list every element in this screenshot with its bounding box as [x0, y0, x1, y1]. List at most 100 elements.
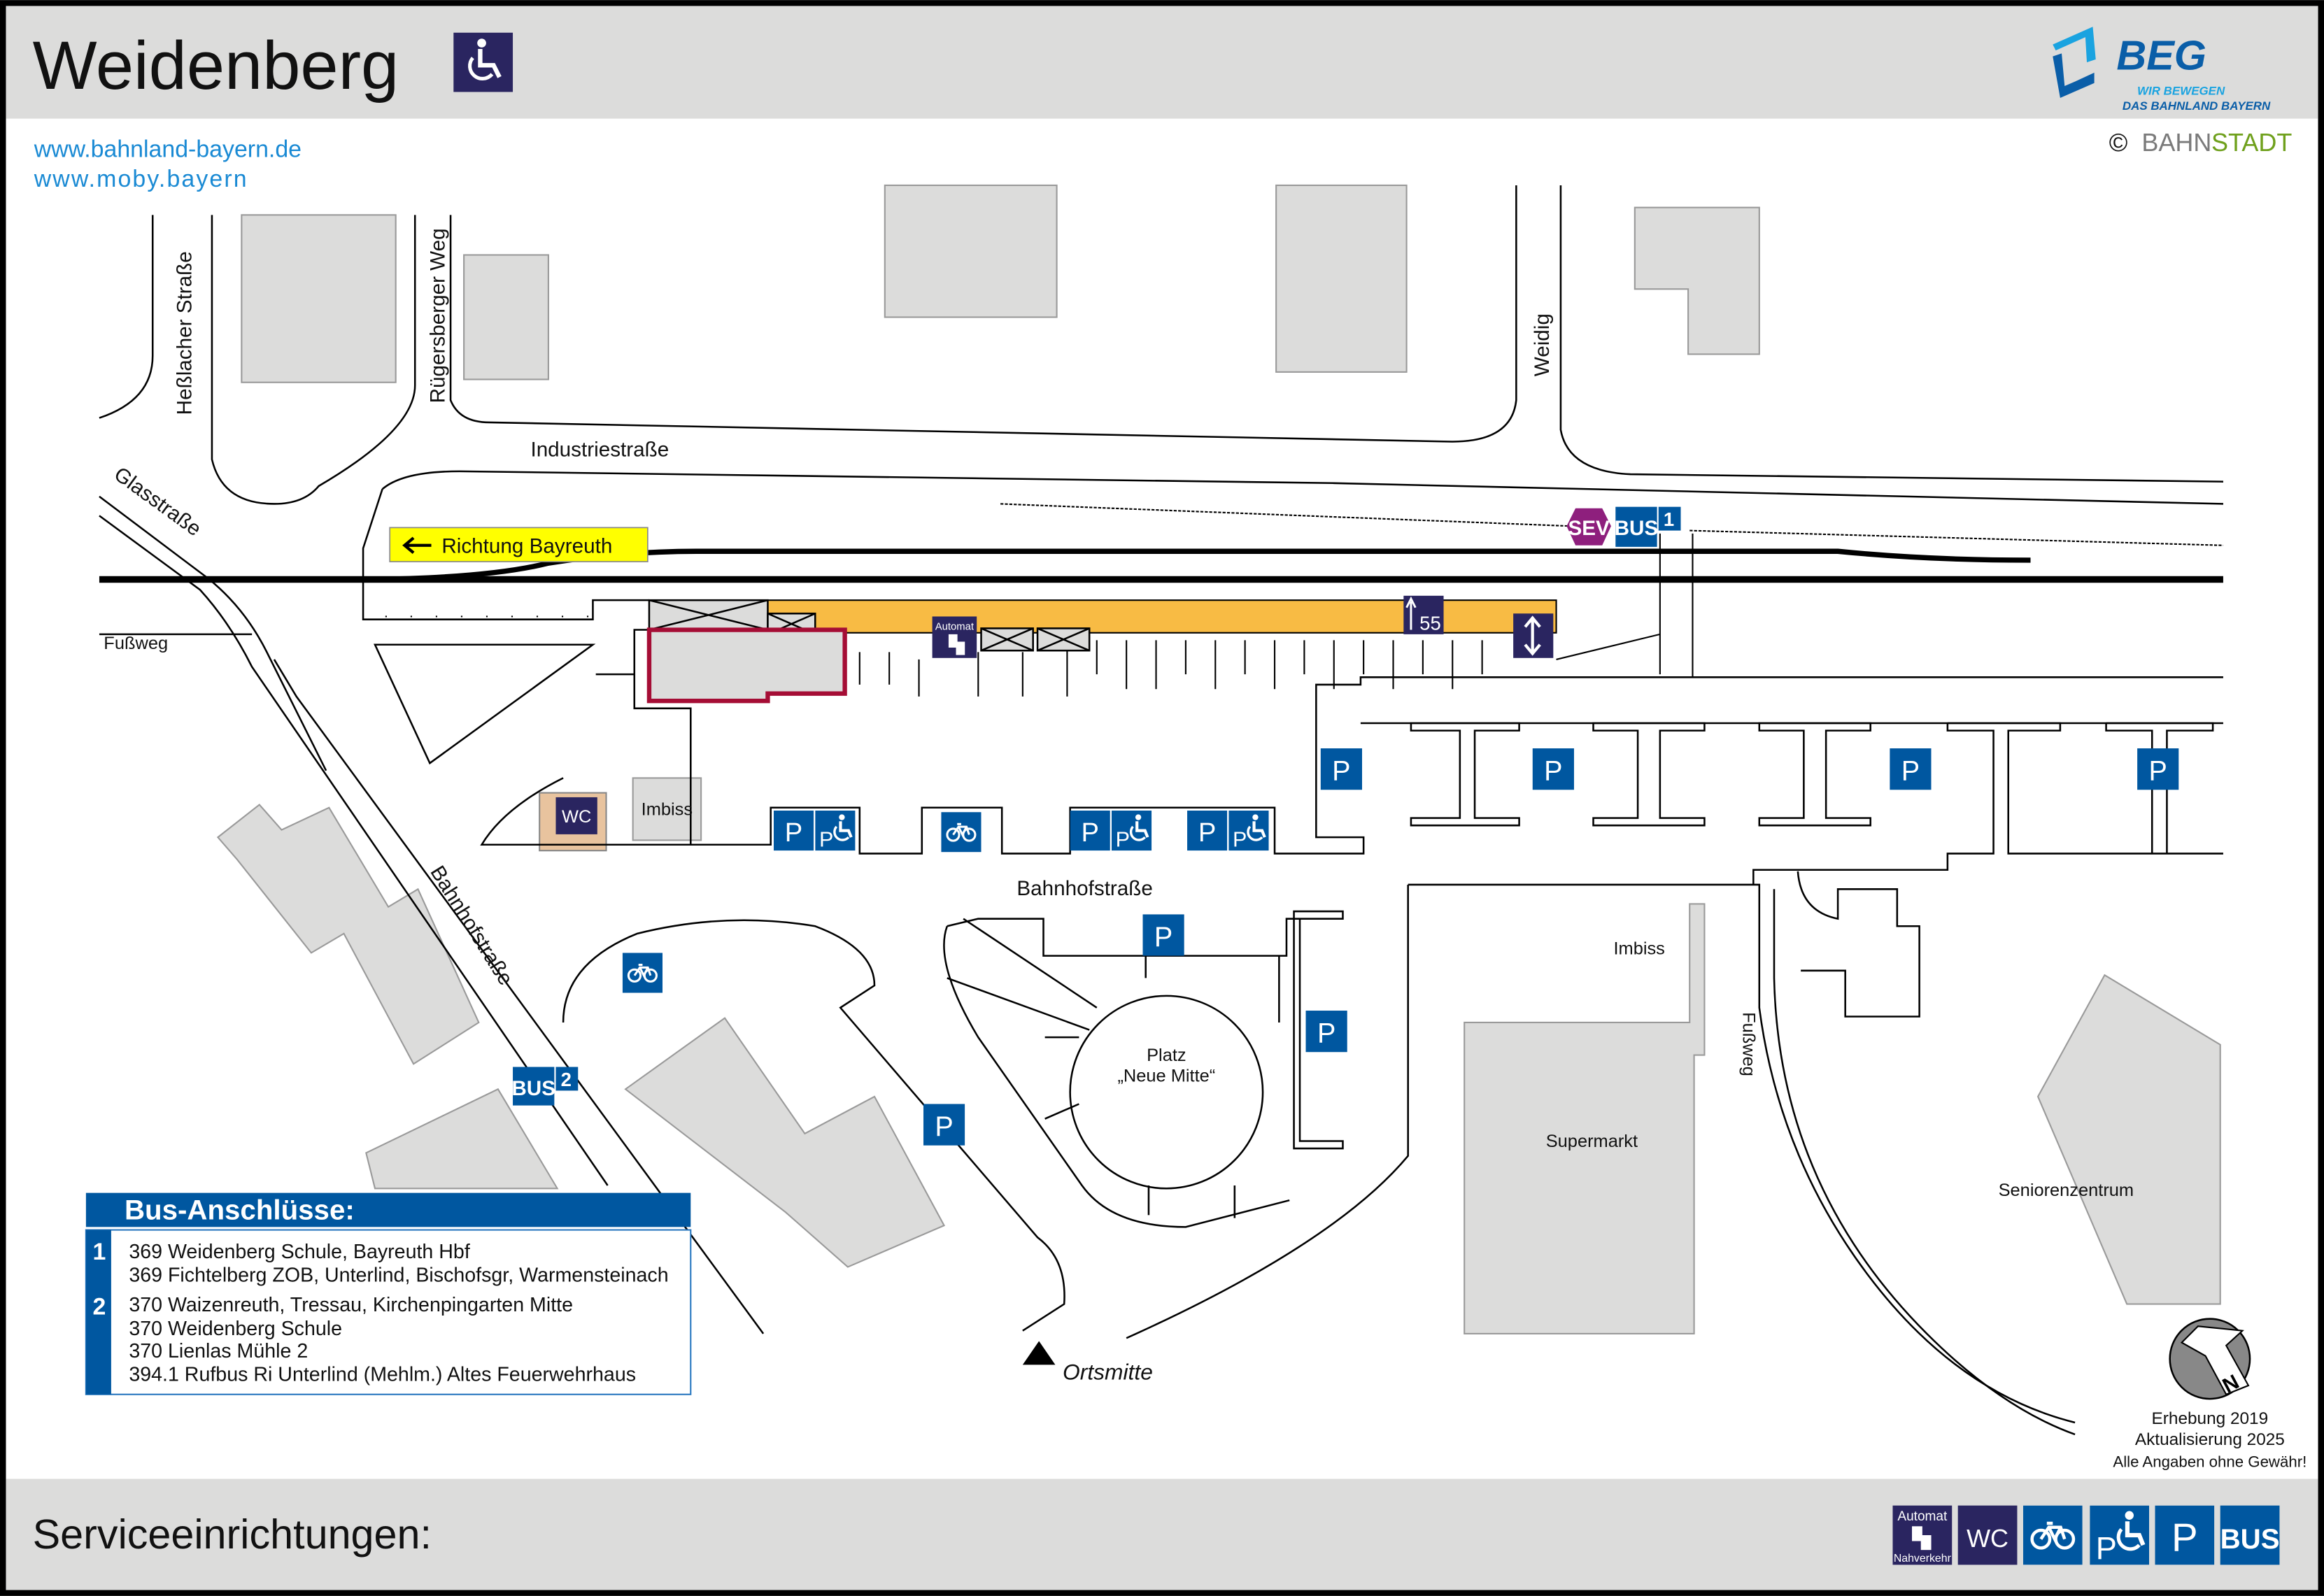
- legend-bus-icon: BUS: [2220, 1505, 2280, 1565]
- bus-stop-number: 1: [93, 1239, 106, 1265]
- imbiss-building: [632, 777, 702, 841]
- disabled-parking-icon: [1228, 811, 1268, 851]
- bus-stop-2[interactable]: BUS 2: [511, 1067, 579, 1106]
- place-label-neue-mitte: „Neue Mitte“: [1117, 1067, 1215, 1086]
- street-label-bahnhofstrasse: Bahnhofstraße: [1016, 877, 1153, 900]
- parking-icon: [1187, 811, 1228, 851]
- legend-automat-label: Automat: [1897, 1509, 1948, 1524]
- roads: [99, 185, 2223, 1436]
- beg-logo-text: BEG: [2116, 32, 2206, 79]
- bus-line: 370 Waizenreuth, Tressau, Kirchenpingart…: [129, 1294, 573, 1316]
- arrow-left-icon: [402, 536, 432, 554]
- copyright-symbol: ©: [2109, 128, 2128, 157]
- sev-bus-stop-1[interactable]: SEV BUS 1: [1566, 506, 1681, 547]
- update-year: Aktualisierung 2025: [2135, 1430, 2285, 1449]
- stairs-updown-icon: [1513, 613, 1554, 658]
- place-label-imbiss: Imbiss: [642, 799, 693, 819]
- beg-tagline-2: DAS BAHNLAND BAYERN: [2123, 99, 2271, 113]
- bus-label: BUS: [511, 1077, 555, 1100]
- legend-wc-label: WC: [1967, 1524, 2008, 1553]
- building: [624, 1017, 946, 1268]
- parking-icon: [1305, 1011, 1347, 1053]
- street-label-hesslacher: Heßlacher Straße: [173, 251, 196, 415]
- disabled-parking-icon: [815, 811, 855, 851]
- ticket-machine-icon[interactable]: Automat: [932, 616, 977, 658]
- building: [1275, 184, 1408, 373]
- wheelchair-icon: [453, 32, 513, 92]
- street-label-fussweg: Fußweg: [104, 634, 168, 653]
- legend-ticket-machine-icon: Automat Nahverkehr: [1892, 1505, 1953, 1565]
- bus-stop-number: 1: [1664, 508, 1674, 530]
- direction-label: Richtung Bayreuth: [441, 534, 612, 557]
- parking-icon: [1320, 748, 1363, 790]
- bus-line: 394.1 Rufbus Ri Unterlind (Mehlm.) Altes…: [129, 1364, 636, 1386]
- street-label-fussweg: Fußweg: [1739, 1012, 1759, 1076]
- street-label-ruegersberger: Rügersberger Weg: [427, 228, 450, 403]
- parking-icon: [773, 811, 814, 851]
- street-label-industrie: Industriestraße: [530, 439, 669, 462]
- wc-icon: [555, 797, 597, 834]
- link-moby-bayern[interactable]: www.moby.bayern: [34, 166, 248, 192]
- bus-stop-number: 2: [561, 1069, 572, 1090]
- beg-tagline-1: WIR BEWEGEN: [2137, 85, 2225, 98]
- legend-disabled-parking-icon: [2090, 1506, 2149, 1566]
- buildings: [216, 184, 2221, 1334]
- bike-parking-icon: [622, 953, 663, 993]
- direction-sign: Richtung Bayreuth: [389, 527, 649, 562]
- arrow-up-icon: [1405, 596, 1417, 630]
- place-label-ortsmitte: Ortsmitte: [1063, 1360, 1153, 1385]
- place-label-supermarkt: Supermarkt: [1546, 1132, 1638, 1151]
- bike-parking-icon: [941, 812, 982, 853]
- ticket-machine-label: Automat: [935, 622, 975, 633]
- parking-icon: [2137, 748, 2179, 790]
- header-band: [6, 6, 2318, 119]
- bahnstadt-copyright: © BAHN STADT: [2109, 128, 2293, 157]
- platform-sign: 55: [1403, 595, 1444, 634]
- supermarket-building: [1464, 903, 1706, 1334]
- bus-line: 369 Weidenberg Schule, Bayreuth Hbf: [129, 1241, 470, 1263]
- platform-number: 55: [1419, 613, 1441, 634]
- legend-wc-icon: WC: [1957, 1505, 2018, 1565]
- bahnstadt-part2: STADT: [2211, 128, 2292, 157]
- senior-center-building: [2036, 974, 2221, 1305]
- building: [884, 184, 1058, 318]
- bahnstadt-part1: BAHN: [2141, 128, 2211, 157]
- place-label-imbiss: Imbiss: [1613, 939, 1664, 959]
- building: [463, 254, 549, 380]
- bus-connections-title: Bus-Anschlüsse:: [125, 1195, 355, 1226]
- bus-label: BUS: [1615, 517, 1659, 540]
- place-label-seniorenzentrum: Seniorenzentrum: [1999, 1181, 2134, 1200]
- building: [1634, 206, 1760, 355]
- parking-icon: [1142, 914, 1184, 956]
- survey-year: Erhebung 2019: [2152, 1409, 2269, 1428]
- legend-bike-icon: [2023, 1506, 2083, 1565]
- bus-line: 369 Fichtelberg ZOB, Unterlind, Bischofs…: [129, 1264, 668, 1287]
- disabled-parking-icon: [1112, 811, 1152, 851]
- street-label-weidig: Weidig: [1531, 313, 1554, 376]
- parking-icon: [1070, 811, 1110, 851]
- legend-bus-label: BUS: [2220, 1523, 2280, 1555]
- footer-title: Serviceeinrichtungen:: [33, 1511, 432, 1558]
- arrow-up-icon: [1022, 1341, 1056, 1365]
- bus-connections-panel: Bus-Anschlüsse: 1 369 Weidenberg Schule,…: [85, 1192, 692, 1395]
- building: [365, 1088, 559, 1190]
- parking-icon: [923, 1104, 965, 1146]
- station-building: [646, 627, 847, 704]
- page-title: Weidenberg: [33, 27, 399, 104]
- sev-label: SEV: [1568, 517, 1610, 540]
- compass-icon: N: [2169, 1318, 2251, 1400]
- disclaimer: Alle Angaben ohne Gewähr!: [2113, 1453, 2307, 1471]
- legend-parking-icon: [2155, 1505, 2215, 1565]
- link-bahnland-bayern[interactable]: www.bahnland-bayern.de: [34, 136, 302, 163]
- bus-line: 370 Weidenberg Schule: [129, 1318, 342, 1340]
- wc-label: WC: [562, 807, 591, 827]
- beg-logo: BEG WIR BEWEGEN DAS BAHNLAND BAYERN: [2053, 27, 2271, 113]
- bus-stop-number: 2: [93, 1293, 106, 1320]
- bus-line: 370 Lienlas Mühle 2: [129, 1340, 308, 1362]
- building: [241, 214, 397, 383]
- place-label-platz: Platz: [1147, 1046, 1186, 1065]
- legend-nahverkehr-label: Nahverkehr: [1894, 1553, 1952, 1565]
- parking-icon: [1532, 748, 1574, 790]
- building: [216, 804, 480, 1065]
